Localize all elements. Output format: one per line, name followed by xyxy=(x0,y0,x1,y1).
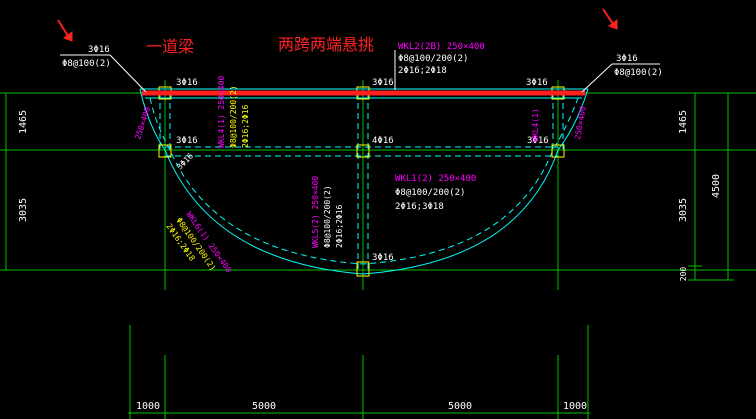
dimension-bottom-2: 5000 xyxy=(252,401,276,412)
column-mid-center xyxy=(356,144,370,158)
rebar-mid-right: 3Φ16 xyxy=(527,136,549,146)
wkl2-bars: 2Φ16;2Φ18 xyxy=(398,66,447,76)
arc-left-size: 250×400 xyxy=(133,106,152,141)
wkl1-stirrup: Φ8@100/200(2) xyxy=(395,188,465,198)
dimension-right-total: 4500 xyxy=(711,174,722,198)
svg-text:WKL5(2) 250×400: WKL5(2) 250×400 xyxy=(311,176,320,248)
column-bottom xyxy=(356,261,370,277)
arrow-right-icon xyxy=(607,19,618,30)
dimension-right-small: 200 xyxy=(679,267,688,282)
svg-text:WKL4(1) 250×400: WKL4(1) 250×400 xyxy=(217,76,226,148)
right-dimension-chain xyxy=(688,92,734,281)
rebar-mid-left-lower: 3Φ16 xyxy=(175,151,195,171)
wkl2-stirrup: Φ8@100/200(2) xyxy=(398,54,468,64)
dimension-left-bottom: 3035 xyxy=(18,198,29,222)
callout-right-bar: 3Φ16 xyxy=(616,54,638,64)
dimension-right-top: 1465 xyxy=(678,110,689,134)
svg-text:2Φ16;2Φ16: 2Φ16;2Φ16 xyxy=(335,204,344,248)
red-arrows xyxy=(57,8,618,42)
dimension-bottom-1: 1000 xyxy=(136,401,160,412)
annotation-one-beam: 一道梁 xyxy=(146,37,194,56)
left-dimension-chain xyxy=(0,92,12,271)
annotation-two-span-cantilever: 两跨两端悬挑 xyxy=(278,35,374,54)
dimension-left-top: 1465 xyxy=(18,110,29,134)
wkl4-right-annotation: WKL4(1) xyxy=(531,108,540,142)
callout-leaders xyxy=(60,50,660,93)
callout-left-bar: 3Φ16 xyxy=(88,45,110,55)
wkl4-left-annotation: WKL4(1) 250×400 Φ8@100/200(2) 2Φ16;2Φ16 xyxy=(217,76,250,148)
dimension-right-bottom: 3035 xyxy=(678,198,689,222)
rebar-bottom: 3Φ16 xyxy=(372,253,394,263)
rebar-mid-left: 3Φ16 xyxy=(176,136,198,146)
wkl1-bars: 2Φ16;3Φ18 xyxy=(395,202,444,212)
arrow-left-icon xyxy=(62,31,73,42)
callout-left-stirrup: Φ8@100(2) xyxy=(62,59,111,69)
rebar-top-mid: 3Φ16 xyxy=(372,78,394,88)
svg-text:Φ8@100/200(2): Φ8@100/200(2) xyxy=(323,185,332,248)
callout-right-stirrup: Φ8@100(2) xyxy=(614,68,663,78)
dimension-bottom-4: 1000 xyxy=(563,401,587,412)
beam-outlines xyxy=(139,88,589,275)
rebar-top-left: 3Φ16 xyxy=(176,78,198,88)
arc-right-size: 250×400 xyxy=(573,105,588,140)
wkl6-annotation: WKL6(1) 250×400 Φ8@100/200(2) 2Φ16;2Φ18 xyxy=(164,210,233,274)
wkl5-annotation: WKL5(2) 250×400 Φ8@100/200(2) 2Φ16;2Φ16 xyxy=(311,176,344,248)
dimension-bottom-3: 5000 xyxy=(448,401,472,412)
rebar-mid-center: 4Φ16 xyxy=(372,136,394,146)
wkl1-name: WKL1(2) 250×400 xyxy=(395,174,476,184)
svg-text:2Φ16;2Φ16: 2Φ16;2Φ16 xyxy=(241,104,250,148)
rebar-top-right: 3Φ16 xyxy=(526,78,548,88)
column-mid-right xyxy=(551,144,565,158)
bottom-dimension-chain xyxy=(128,325,590,419)
wkl2-name: WKL2(2B) 250×400 xyxy=(398,42,485,52)
svg-text:Φ8@100/200(2): Φ8@100/200(2) xyxy=(229,85,238,148)
column-mid-left xyxy=(158,144,172,158)
